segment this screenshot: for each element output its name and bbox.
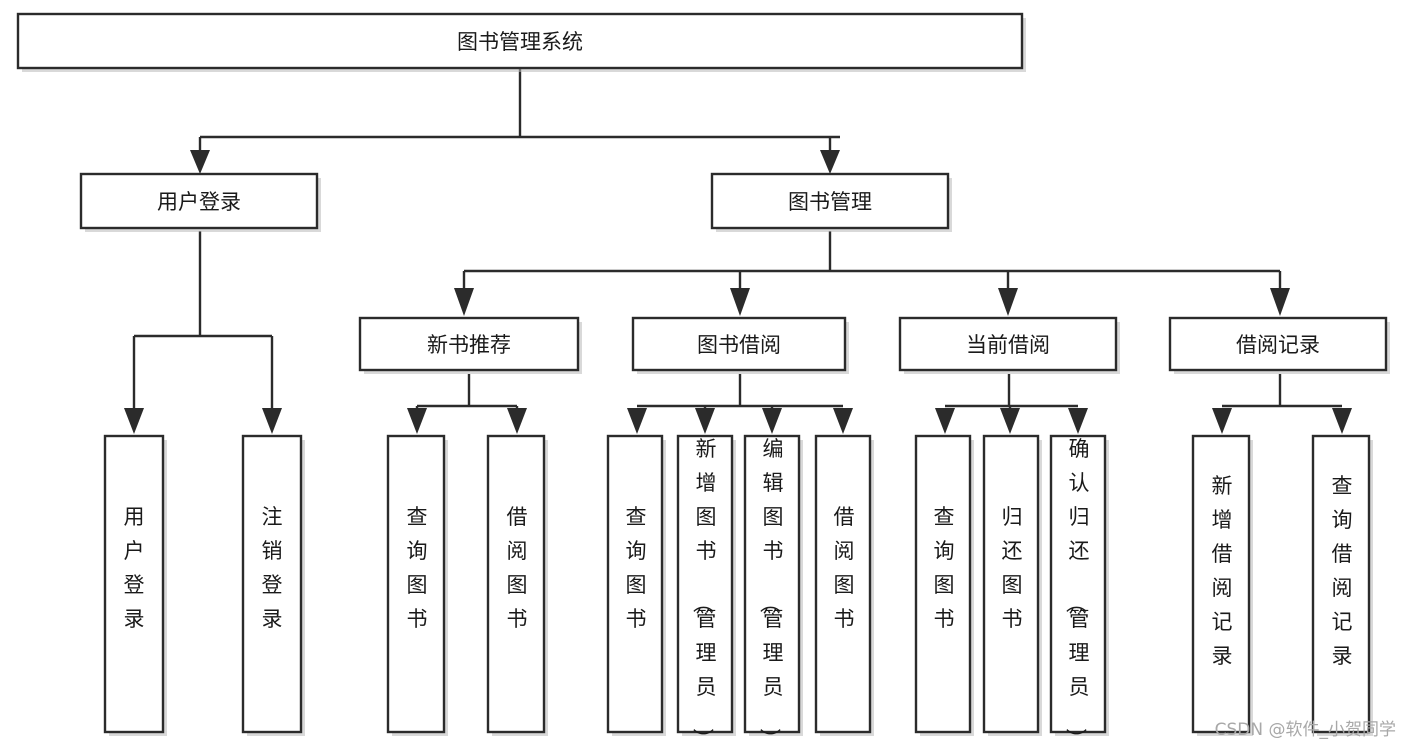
arrow-head-leaf-borrow-book-1 bbox=[507, 408, 527, 434]
arrow-head-leaf-edit-book bbox=[762, 408, 782, 434]
leaf-edit-book-label: 编辑图书（管理员） bbox=[758, 437, 784, 747]
leaf-add-record-label: 新增借阅记录 bbox=[1212, 474, 1233, 668]
leaf-user-login-box[interactable] bbox=[103, 434, 165, 734]
leaf-user-login-label: 用户登录 bbox=[124, 505, 145, 631]
leaf-query-book-2-box[interactable] bbox=[606, 434, 664, 734]
leaf-user-logout-label: 注销登录 bbox=[262, 505, 283, 631]
leaf-borrow-book-1-box[interactable] bbox=[486, 434, 546, 734]
node-leaf-user-logout[interactable]: 注销登录 bbox=[241, 434, 305, 736]
arrow-head-current-borrow bbox=[998, 288, 1018, 316]
leaf-query-book-1-label: 查询图书 bbox=[407, 505, 428, 631]
node-root[interactable]: 图书管理系统 bbox=[16, 12, 1026, 72]
arrow-head-leaf-user-login bbox=[124, 408, 144, 434]
node-leaf-borrow-book-1[interactable]: 借阅图书 bbox=[486, 434, 548, 736]
node-leaf-query-book-3[interactable]: 查询图书 bbox=[914, 434, 974, 736]
arrow-head-leaf-confirm-return bbox=[1068, 408, 1088, 434]
connector-layer bbox=[124, 68, 1352, 434]
book-borrow-box[interactable] bbox=[631, 316, 847, 372]
node-new-book-recommend[interactable]: 新书推荐 bbox=[358, 316, 582, 374]
arrow-head-leaf-add-book bbox=[695, 408, 715, 434]
arrow-head-borrow-record bbox=[1270, 288, 1290, 316]
borrow-record-box[interactable] bbox=[1168, 316, 1388, 372]
node-leaf-return-book[interactable]: 归还图书 bbox=[982, 434, 1042, 736]
borrow-record-label: 借阅记录 bbox=[1236, 333, 1320, 357]
book-borrow-label: 图书借阅 bbox=[697, 333, 781, 357]
node-leaf-edit-book[interactable]: 编辑图书（管理员） bbox=[743, 434, 803, 747]
leaf-confirm-return-label: 确认归还（管理员） bbox=[1064, 437, 1090, 747]
arrow-head-leaf-user-logout bbox=[262, 408, 282, 434]
leaf-return-book-box[interactable] bbox=[982, 434, 1040, 734]
arrow-head-leaf-query-book-1 bbox=[407, 408, 427, 434]
leaf-add-book-label: 新增图书（管理员） bbox=[691, 437, 717, 747]
node-leaf-add-record[interactable]: 新增借阅记录 bbox=[1191, 434, 1253, 736]
node-leaf-query-book-2[interactable]: 查询图书 bbox=[606, 434, 666, 736]
leaf-edit-book-box[interactable] bbox=[743, 434, 801, 734]
watermark-label: CSDN @软件_小贺同学 bbox=[1215, 720, 1396, 740]
leaf-user-logout-box[interactable] bbox=[241, 434, 303, 734]
leaf-query-book-2-label: 查询图书 bbox=[626, 505, 647, 631]
leaf-borrow-book-2-box[interactable] bbox=[814, 434, 872, 734]
root-box[interactable] bbox=[16, 12, 1024, 70]
arrow-head-user-login bbox=[190, 150, 210, 174]
leaf-borrow-book-1-label: 借阅图书 bbox=[507, 505, 528, 631]
node-leaf-user-login[interactable]: 用户登录 bbox=[103, 434, 167, 736]
node-current-borrow[interactable]: 当前借阅 bbox=[898, 316, 1120, 374]
leaf-query-book-3-label: 查询图书 bbox=[934, 505, 955, 631]
leaf-confirm-return-box[interactable] bbox=[1049, 434, 1107, 734]
arrow-head-book-manage bbox=[820, 150, 840, 174]
leaf-query-record-box[interactable] bbox=[1311, 434, 1371, 734]
user-login-box[interactable] bbox=[79, 172, 319, 230]
user-login-label: 用户登录 bbox=[157, 190, 241, 214]
arrow-head-book-borrow bbox=[730, 288, 750, 316]
node-book-borrow[interactable]: 图书借阅 bbox=[631, 316, 849, 374]
arrow-head-leaf-add-record bbox=[1212, 408, 1232, 434]
book-manage-label: 图书管理 bbox=[788, 190, 872, 214]
arrow-head-new-book-recommend bbox=[454, 288, 474, 316]
node-borrow-record[interactable]: 借阅记录 bbox=[1168, 316, 1390, 374]
new-book-recommend-label: 新书推荐 bbox=[427, 333, 511, 357]
current-borrow-label: 当前借阅 bbox=[966, 333, 1050, 357]
leaf-query-book-1-box[interactable] bbox=[386, 434, 446, 734]
arrow-head-leaf-query-book-2 bbox=[627, 408, 647, 434]
current-borrow-box[interactable] bbox=[898, 316, 1118, 372]
node-user-login[interactable]: 用户登录 bbox=[79, 172, 321, 232]
leaf-add-book-box[interactable] bbox=[676, 434, 734, 734]
leaf-borrow-book-2-label: 借阅图书 bbox=[834, 505, 855, 631]
arrow-head-leaf-query-record bbox=[1332, 408, 1352, 434]
arrow-head-leaf-return-book bbox=[1000, 408, 1020, 434]
new-book-recommend-box[interactable] bbox=[358, 316, 580, 372]
leaf-return-book-label: 归还图书 bbox=[1002, 505, 1023, 631]
leaf-add-record-box[interactable] bbox=[1191, 434, 1251, 734]
arrow-head-leaf-query-book-3 bbox=[935, 408, 955, 434]
node-leaf-confirm-return[interactable]: 确认归还（管理员） bbox=[1049, 434, 1109, 747]
arrow-head-leaf-borrow-book-2 bbox=[833, 408, 853, 434]
node-book-manage[interactable]: 图书管理 bbox=[710, 172, 952, 232]
leaf-query-record-label: 查询借阅记录 bbox=[1332, 474, 1353, 668]
node-leaf-query-record[interactable]: 查询借阅记录 bbox=[1311, 434, 1373, 736]
node-leaf-add-book[interactable]: 新增图书（管理员） bbox=[676, 434, 736, 747]
root-label: 图书管理系统 bbox=[457, 30, 583, 54]
node-leaf-borrow-book-2[interactable]: 借阅图书 bbox=[814, 434, 874, 736]
book-manage-box[interactable] bbox=[710, 172, 950, 230]
node-leaf-query-book-1[interactable]: 查询图书 bbox=[386, 434, 448, 736]
leaf-query-book-3-box[interactable] bbox=[914, 434, 972, 734]
